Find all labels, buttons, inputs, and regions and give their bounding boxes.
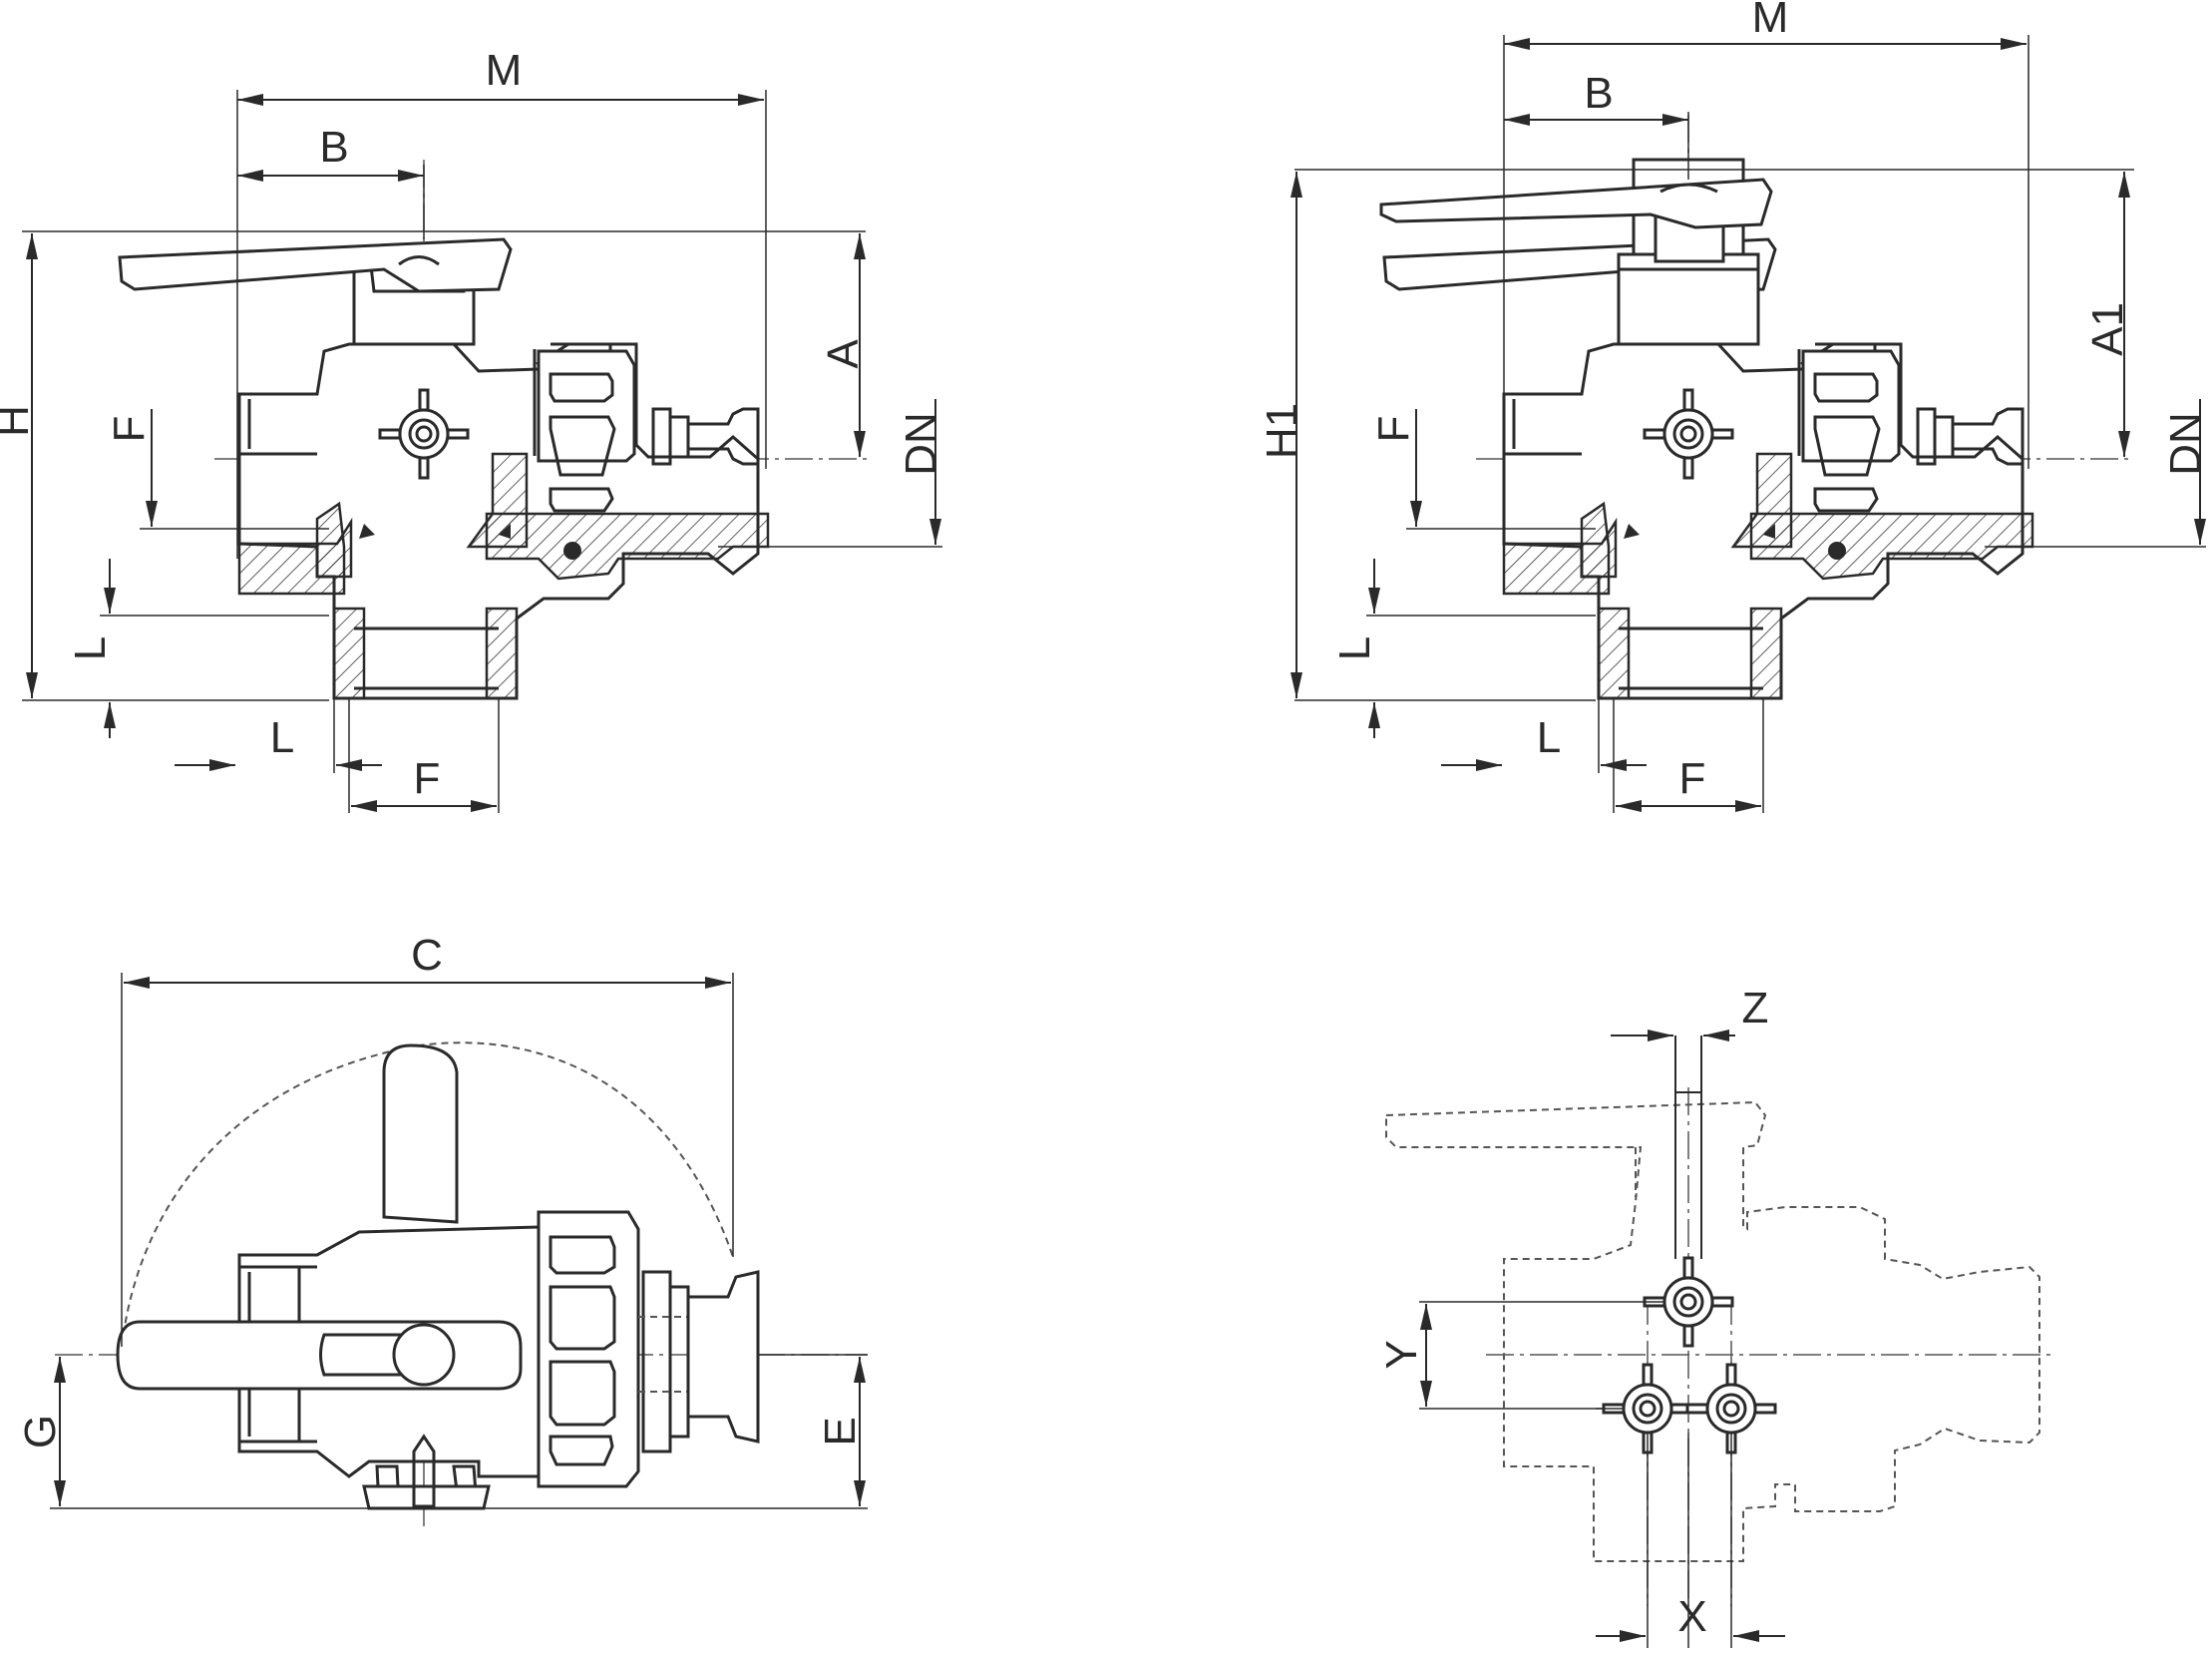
dim-label-z: Z (1742, 984, 1769, 1033)
dim-label-h: H (0, 405, 38, 437)
dim-label-f-bottom: F (414, 754, 441, 803)
dim-label-l-bottom-ext: L (1537, 713, 1561, 762)
dim-label-f-side: F (105, 416, 154, 443)
dim-label-h1: H1 (1258, 403, 1306, 459)
dim-label-a: A (819, 339, 868, 369)
dim-label-m: M (486, 46, 523, 95)
dim-label-l-bottom: L (270, 713, 294, 762)
dim-label-x: X (1677, 1592, 1706, 1641)
dim-label-a1: A1 (2083, 302, 2132, 356)
dim-label-b: B (319, 123, 348, 172)
dim-label-m-ext: M (1752, 0, 1789, 42)
dim-label-l-side: L (66, 636, 115, 660)
dim-label-f-side-ext: F (1369, 416, 1418, 443)
dim-label-b-ext: B (1584, 69, 1613, 118)
dim-label-dn: DN (897, 412, 945, 476)
dim-label-g: G (16, 1415, 65, 1448)
mounting-view: Z Y X (1377, 984, 2054, 1648)
front-view-extended: M B H1 A1 DN F L L F (1258, 0, 2210, 813)
dim-label-dn-ext: DN (2161, 412, 2210, 476)
dim-label-c: C (411, 931, 443, 980)
front-view-standard: M B H A DN F L L F (0, 46, 945, 813)
dim-label-f-bottom-ext: F (1679, 754, 1706, 803)
dim-label-y: Y (1377, 1340, 1426, 1369)
top-view: C G E (16, 931, 868, 1526)
dim-label-e: E (816, 1417, 865, 1446)
dim-label-l-side-ext: L (1330, 636, 1379, 660)
